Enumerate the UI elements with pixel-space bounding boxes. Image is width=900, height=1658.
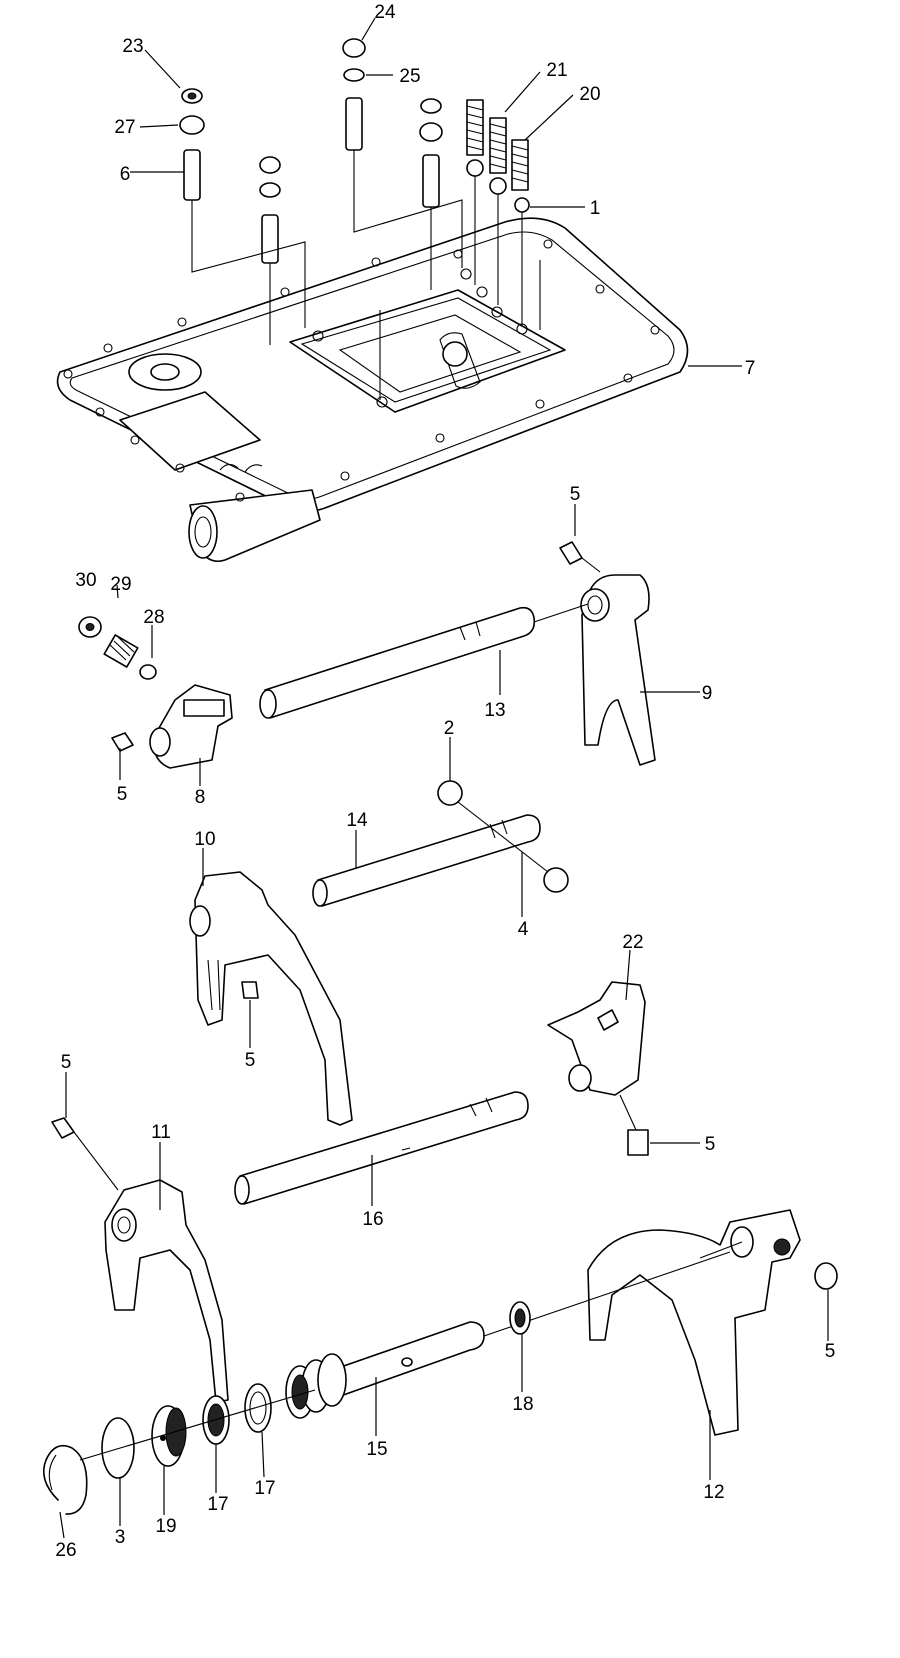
stud-part: [419, 98, 443, 208]
callout-5: 5: [570, 484, 581, 505]
callout-11: 11: [151, 1122, 171, 1143]
fork-part-9: [580, 574, 656, 766]
bolt-part-5: [51, 1117, 119, 1191]
oring-part-3: [101, 1417, 135, 1479]
fork-part-12: [587, 1209, 801, 1436]
callout-8: 8: [195, 787, 206, 808]
callout-4: 4: [518, 919, 529, 940]
callout-19: 19: [155, 1516, 176, 1537]
fork-part-22: [547, 981, 649, 1156]
callout-13: 13: [484, 700, 505, 721]
callout-1: 1: [590, 198, 601, 219]
bolt-part-5: [241, 981, 259, 999]
callout-5: 5: [61, 1052, 72, 1073]
spring-part-21: [489, 117, 507, 195]
piston-part: [285, 1353, 347, 1419]
stud-part: [259, 156, 281, 264]
callout-22: 22: [622, 932, 643, 953]
bolt-part-5: [699, 1241, 838, 1290]
shaft-part-14: [312, 814, 541, 907]
callout-2: 2: [444, 718, 455, 739]
callout-26: 26: [55, 1540, 76, 1561]
callout-28: 28: [143, 607, 164, 628]
callout-3: 3: [115, 1527, 126, 1548]
callout-15: 15: [366, 1439, 387, 1460]
detent-parts-28-29-30: [78, 616, 157, 680]
callout-29: 29: [110, 574, 131, 595]
circlip-part-26: [42, 1444, 88, 1515]
shift-block-part-8: [149, 684, 233, 769]
callout-12: 12: [703, 1482, 724, 1503]
callout-5: 5: [245, 1050, 256, 1071]
fork-part-10: [189, 871, 353, 1126]
bolt-part-5: [111, 541, 601, 752]
spring-part-20: [511, 139, 530, 213]
callout-24: 24: [374, 2, 396, 23]
callout-17: 17: [254, 1478, 275, 1499]
cover-plate-part-7: [56, 217, 689, 563]
stud-part-24-25: [342, 38, 366, 151]
callout-20: 20: [579, 84, 600, 105]
callout-18: 18: [512, 1394, 533, 1415]
callout-labels: 24 23 25 21 20 27 6 1 7 5 30 29 28 13 9 …: [55, 2, 835, 1561]
callout-7: 7: [745, 358, 756, 379]
callout-14: 14: [346, 810, 368, 831]
callout-6: 6: [120, 164, 131, 185]
shaft-part-13: [259, 603, 589, 719]
stud-part-6: [179, 88, 205, 201]
callout-9: 9: [702, 683, 713, 704]
callout-27: 27: [114, 117, 135, 138]
callout-10: 10: [194, 829, 215, 850]
seal-part-18: [509, 1301, 531, 1335]
shaft-part-16: [234, 1091, 529, 1205]
callout-30: 30: [75, 570, 96, 591]
fork-part-11: [104, 1179, 229, 1403]
callout-16: 16: [362, 1209, 383, 1230]
ball-part-2: [437, 780, 569, 893]
plug-part-19: [151, 1405, 187, 1467]
callout-23: 23: [122, 36, 143, 57]
callout-5: 5: [825, 1341, 836, 1362]
callout-21: 21: [546, 60, 567, 81]
callout-5: 5: [117, 784, 128, 805]
callout-5: 5: [705, 1134, 716, 1155]
callout-17: 17: [207, 1494, 228, 1515]
callout-25: 25: [399, 66, 420, 87]
seal-parts-17: [202, 1383, 272, 1445]
spring-part: [466, 99, 484, 177]
